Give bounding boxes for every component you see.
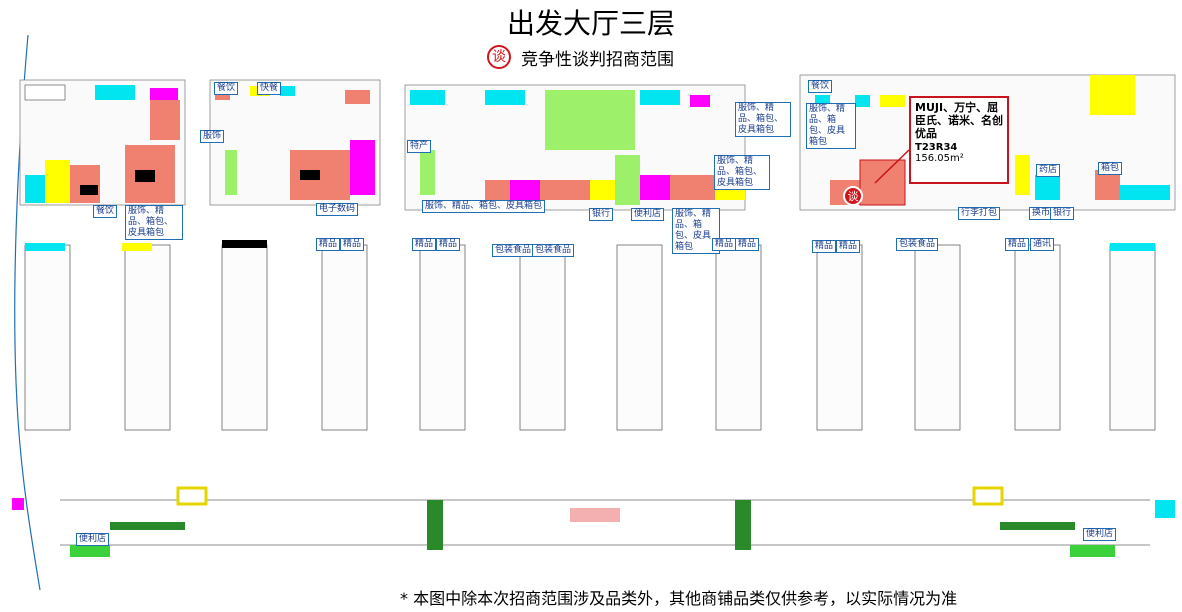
shop-label: 便利店 <box>631 208 665 221</box>
callout-shop-area: 156.05m² <box>915 153 964 164</box>
pier-2 <box>122 243 171 431</box>
shop-label: 包装食品 <box>532 244 575 257</box>
page-title: 出发大厅三层 <box>506 7 675 40</box>
landside-block-2 <box>209 79 381 206</box>
pier-center <box>616 244 663 431</box>
shop-label: 服饰、精品、箱包、皮具箱包 <box>714 155 770 190</box>
negotiation-mark-icon-map: 谈 <box>843 186 863 206</box>
shop-label: 便利店 <box>76 533 110 546</box>
pier-8 <box>816 244 863 431</box>
pier-7 <box>715 244 762 431</box>
callout-shop-code: T23R34 <box>915 142 958 153</box>
shop-label: 餐饮 <box>808 80 833 93</box>
landside-block-1 <box>19 79 186 206</box>
shop-label: 服饰、精品、箱包、皮具箱包 <box>672 208 720 254</box>
shop-label: 服饰、精品、箱包、皮具箱包 <box>422 200 546 213</box>
shop-label: 快餐 <box>257 82 282 95</box>
shop-label: 银行 <box>589 208 614 221</box>
shop-label: 银行 <box>1050 207 1075 220</box>
shop-label: 精品 <box>836 240 861 253</box>
pier-5 <box>419 244 466 431</box>
pier-10 <box>1014 244 1061 431</box>
target-shop-callout: MUJI、万宁、屈臣氏、诺米、名创优品 T23R34 156.05m² <box>909 96 1009 184</box>
pier-1 <box>24 243 71 431</box>
shop-label: 药店 <box>1036 164 1061 177</box>
shop-label: 服饰、精品、箱包、皮具箱包 <box>125 205 183 240</box>
landside-block-3 <box>404 84 746 211</box>
legend-label: 竞争性谈判招商范围 <box>521 49 674 70</box>
legend: 谈 竞争性谈判招商范围 <box>487 43 674 71</box>
shop-label: 服饰 <box>200 130 225 143</box>
pier-11 <box>1109 243 1156 431</box>
shop-label: 服饰、精品、箱包、皮具箱包 <box>806 103 856 149</box>
shop-label: 箱包 <box>1098 162 1123 175</box>
callout-leader-line <box>874 149 910 184</box>
shop-label: 特产 <box>407 140 432 153</box>
shop-label: 精品 <box>316 238 341 251</box>
shop-label: 行李打包 <box>958 207 1001 220</box>
boarding-piers <box>24 240 1156 431</box>
shop-label: 餐饮 <box>93 205 118 218</box>
shop-label: 电子数码 <box>316 203 359 216</box>
shop-label: 精品 <box>340 238 365 251</box>
pier-9 <box>914 244 961 431</box>
shop-label: 精品 <box>412 238 437 251</box>
pier-3 <box>221 240 268 431</box>
shop-label: 服饰、精品、箱包、皮具箱包 <box>735 102 791 137</box>
callout-brands: MUJI、万宁、屈臣氏、诺米、名创优品 <box>915 101 1003 140</box>
shop-label: 精品 <box>735 238 760 251</box>
shop-label: 便利店 <box>1083 528 1117 541</box>
pier-6 <box>519 244 566 431</box>
footnote: * 本图中除本次招商范围涉及品类外，其他商铺品类仅供参考，以实际情况为准 <box>400 589 958 608</box>
shop-label: 精品 <box>712 238 737 251</box>
shop-label: 通讯 <box>1030 238 1055 251</box>
pier-4 <box>321 244 368 431</box>
shop-label: 餐饮 <box>214 82 239 95</box>
shop-label: 精品 <box>1005 238 1030 251</box>
lower-concourse <box>12 486 1175 557</box>
shop-label: 精品 <box>812 240 837 253</box>
negotiation-mark-icon: 谈 <box>487 45 511 69</box>
shop-label: 包装食品 <box>492 244 535 257</box>
shop-label: 包装食品 <box>896 238 939 251</box>
shop-label: 精品 <box>436 238 461 251</box>
